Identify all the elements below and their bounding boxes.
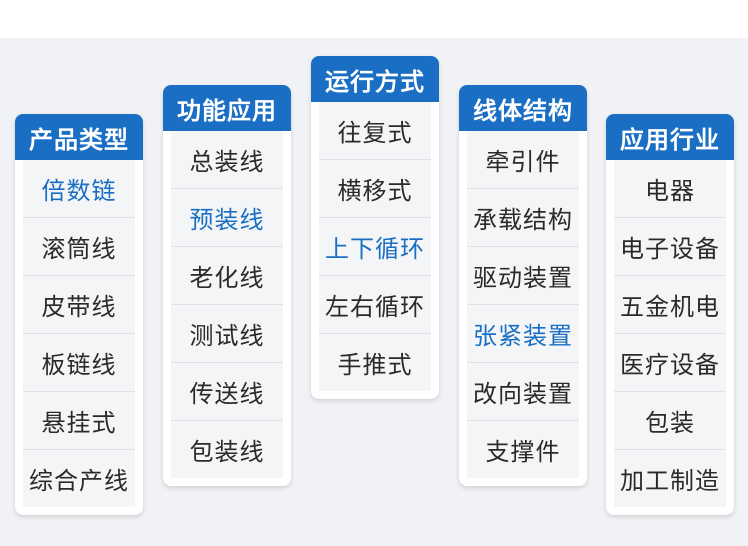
list-item[interactable]: 上下循环 (319, 218, 431, 276)
list-item[interactable]: 改向装置 (467, 363, 579, 421)
column-application-industry: 应用行业 电器 电子设备 五金机电 医疗设备 包装 加工制造 (606, 114, 734, 515)
column-header: 功能应用 (163, 85, 291, 131)
column-operation-mode: 运行方式 往复式 横移式 上下循环 左右循环 手推式 (311, 56, 439, 399)
column-product-type: 产品类型 倍数链 滚筒线 皮带线 板链线 悬挂式 综合产线 (15, 114, 143, 515)
list-item[interactable]: 左右循环 (319, 276, 431, 334)
list-item[interactable]: 横移式 (319, 160, 431, 218)
list-item[interactable]: 电器 (614, 160, 726, 218)
list-item[interactable]: 手推式 (319, 334, 431, 391)
column-header: 线体结构 (459, 85, 587, 131)
column-line-structure: 线体结构 牵引件 承载结构 驱动装置 张紧装置 改向装置 支撑件 (459, 85, 587, 486)
list-item[interactable]: 测试线 (171, 305, 283, 363)
list-item[interactable]: 医疗设备 (614, 334, 726, 392)
list-item[interactable]: 综合产线 (23, 450, 135, 507)
list-item[interactable]: 往复式 (319, 102, 431, 160)
list-item[interactable]: 悬挂式 (23, 392, 135, 450)
list-item[interactable]: 老化线 (171, 247, 283, 305)
list-item[interactable]: 包装 (614, 392, 726, 450)
list-item[interactable]: 驱动装置 (467, 247, 579, 305)
list-item[interactable]: 板链线 (23, 334, 135, 392)
list-item[interactable]: 加工制造 (614, 450, 726, 507)
list-item[interactable]: 支撑件 (467, 421, 579, 478)
list-item[interactable]: 皮带线 (23, 276, 135, 334)
list-item[interactable]: 预装线 (171, 189, 283, 247)
list-item[interactable]: 牵引件 (467, 131, 579, 189)
column-header: 运行方式 (311, 56, 439, 102)
list-item[interactable]: 五金机电 (614, 276, 726, 334)
column-function-application: 功能应用 总装线 预装线 老化线 测试线 传送线 包装线 (163, 85, 291, 486)
list-item[interactable]: 传送线 (171, 363, 283, 421)
list-item[interactable]: 倍数链 (23, 160, 135, 218)
list-item[interactable]: 电子设备 (614, 218, 726, 276)
column-header: 应用行业 (606, 114, 734, 160)
list-item[interactable]: 张紧装置 (467, 305, 579, 363)
column-header: 产品类型 (15, 114, 143, 160)
list-item[interactable]: 滚筒线 (23, 218, 135, 276)
list-item[interactable]: 包装线 (171, 421, 283, 478)
list-item[interactable]: 总装线 (171, 131, 283, 189)
list-item[interactable]: 承载结构 (467, 189, 579, 247)
